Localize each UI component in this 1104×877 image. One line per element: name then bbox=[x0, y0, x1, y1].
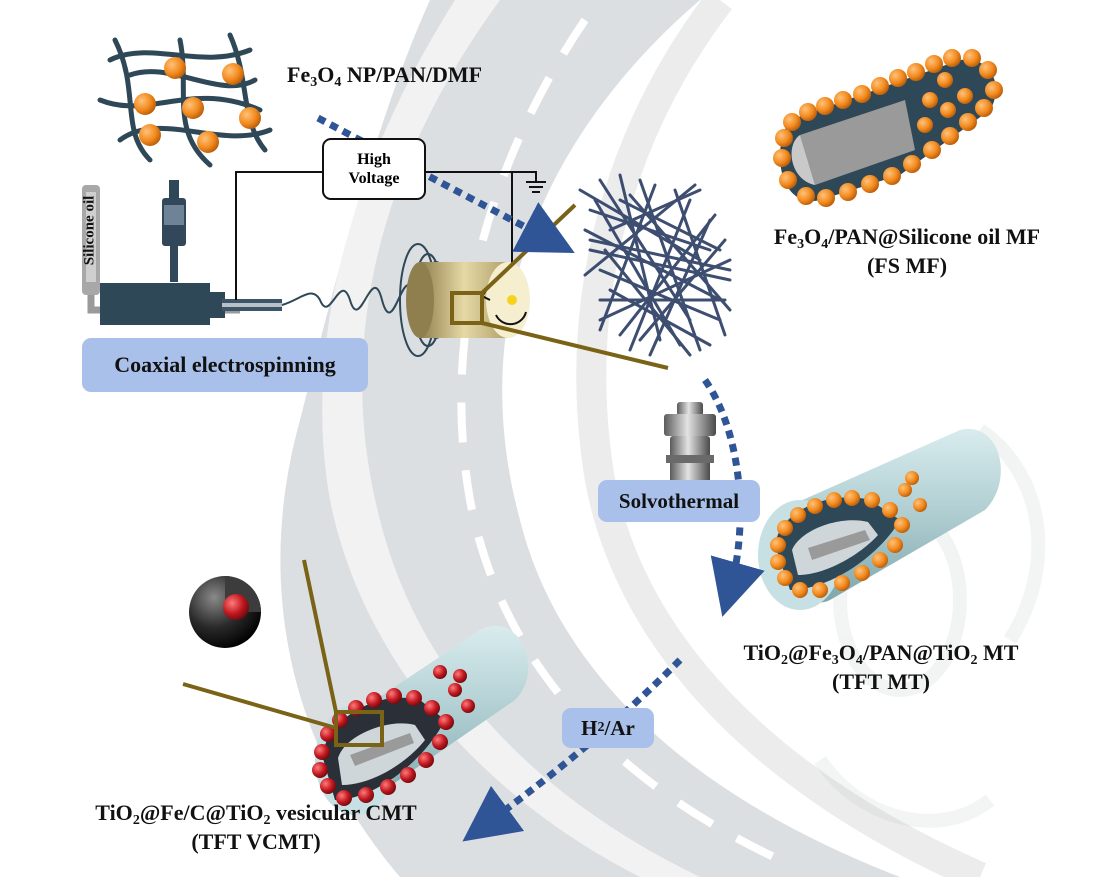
high-voltage-line1: High bbox=[357, 150, 391, 168]
tft-vcmt-label: TiO2@Fe/C@TiO2 vesicular CMT (TFT VCMT) bbox=[56, 800, 456, 854]
zoom-line-2 bbox=[481, 321, 669, 370]
fs-mf-nanoparticles bbox=[773, 49, 1003, 207]
road-background bbox=[280, 0, 987, 877]
autoclave bbox=[664, 402, 716, 492]
tft-mt-line2: (TFT MT) bbox=[832, 669, 930, 695]
tft-vcmt-line2: (TFT VCMT) bbox=[191, 829, 321, 855]
precursor-network bbox=[97, 32, 273, 168]
silicone-oil-label: Silicone oil bbox=[81, 195, 98, 265]
tft-vcmt-line1: TiO2@Fe/C@TiO2 vesicular CMT bbox=[95, 800, 417, 828]
electrospinning-jet bbox=[281, 284, 417, 314]
zoom-line-4 bbox=[182, 682, 337, 730]
collector-drum bbox=[406, 262, 530, 338]
tft-mt-line1: TiO2@Fe3O4/PAN@TiO2 MT bbox=[743, 640, 1019, 668]
nanofiber-mat bbox=[578, 173, 732, 357]
fs-mf-label: Fe3O4/PAN@Silicone oil MF (FS MF) bbox=[740, 224, 1074, 278]
precursor-nanoparticles bbox=[134, 57, 261, 153]
fs-mf-line2: (FS MF) bbox=[866, 253, 948, 279]
arrow-2 bbox=[702, 377, 765, 617]
syringe-vertical bbox=[162, 180, 186, 282]
vesicle-sphere bbox=[189, 576, 261, 648]
drum-zoom-box bbox=[450, 291, 484, 325]
tft-mt-label: TiO2@Fe3O4/PAN@TiO2 MT (TFT MT) bbox=[716, 640, 1046, 694]
solvothermal-box: Solvothermal bbox=[598, 480, 760, 522]
zoom-line-3 bbox=[302, 559, 338, 713]
high-voltage-wires bbox=[235, 171, 546, 300]
high-voltage-box: High Voltage bbox=[322, 138, 426, 200]
tft-mt-nanoparticles bbox=[770, 471, 927, 598]
coaxial-electrospinning-box: Coaxial electrospinning bbox=[82, 338, 368, 392]
fs-mf-fiber bbox=[780, 59, 996, 202]
arrow-3 bbox=[462, 657, 683, 842]
high-voltage-line2: Voltage bbox=[348, 170, 400, 187]
coaxial-nozzle bbox=[100, 283, 282, 325]
fs-mf-line1: Fe3O4/PAN@Silicone oil MF bbox=[773, 224, 1041, 252]
vcmt-zoom-box bbox=[334, 710, 384, 747]
tft-vcmt-nanoparticles bbox=[312, 665, 475, 806]
precursor-label: Fe3O4 NP/PAN/DMF bbox=[287, 62, 483, 90]
